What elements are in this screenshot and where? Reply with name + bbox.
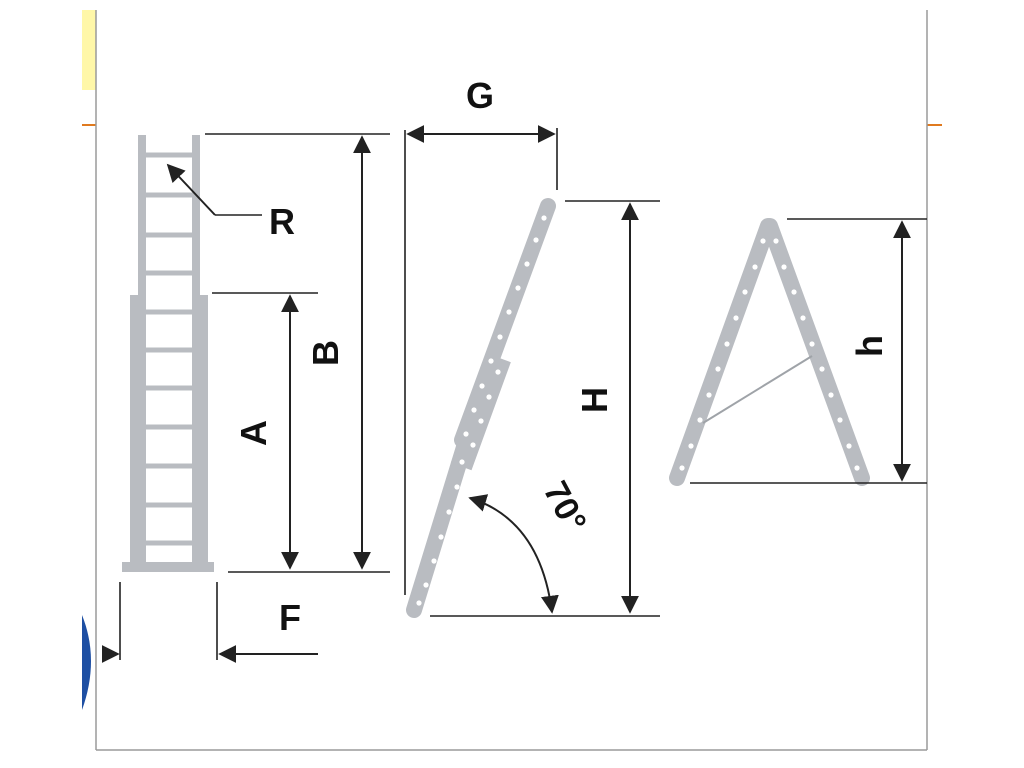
- ladder-foot: [122, 562, 214, 572]
- angle-arc: [468, 494, 559, 614]
- label-f: F: [279, 597, 301, 638]
- a-frame-holes: [679, 238, 860, 471]
- leaning-ladder-holes: [416, 215, 547, 606]
- label-a: A: [233, 420, 274, 446]
- tab-yellow: [82, 10, 96, 90]
- upper-rail-left: [138, 135, 146, 565]
- leaning-overlap-bracket: [450, 354, 511, 471]
- label-big-h: H: [574, 387, 615, 413]
- label-small-h: h: [849, 335, 890, 357]
- label-g: G: [466, 75, 494, 116]
- a-frame-ladder: h: [669, 218, 927, 486]
- lower-rail-left: [130, 295, 140, 565]
- r-leader-arrow: [166, 163, 216, 216]
- label-r: R: [269, 201, 295, 242]
- left-margin-strip: [0, 0, 82, 768]
- a-frame-spreader: [702, 355, 813, 424]
- blue-badge-edge: [82, 615, 91, 710]
- ladder-rungs: [144, 152, 194, 546]
- label-b: B: [305, 340, 346, 366]
- lower-rail-right: [198, 295, 208, 565]
- upper-rail-right: [192, 135, 200, 565]
- extension-ladder-front: R A B F: [101, 133, 390, 663]
